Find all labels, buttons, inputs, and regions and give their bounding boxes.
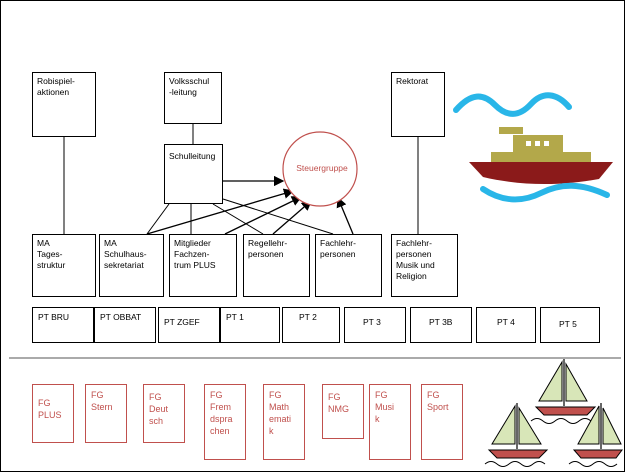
pt-team-obbat: PT OBBAT xyxy=(94,307,156,343)
pt-team-1: PT 1 xyxy=(220,307,280,343)
fg-mathematik: FG Math emati k xyxy=(263,384,305,460)
box-regellehrpersonen: Regellehr- personen xyxy=(243,234,310,297)
box-robispielaktionen: Robispiel- aktionen xyxy=(32,72,96,137)
pt-team-zgef: PT ZGEF xyxy=(158,307,220,343)
steuergruppe-circle xyxy=(282,131,358,207)
box-volksschulleitung: Volksschul -leitung xyxy=(164,72,222,124)
pt-team-bru: PT BRU xyxy=(32,307,94,343)
fg-deutsch: FG Deut sch xyxy=(143,384,185,443)
box-schulleitung: Schulleitung xyxy=(164,144,223,204)
fg-fremdsprachen: FG Frem dspra chen xyxy=(204,384,246,460)
box-mitglieder-fachzentrum: Mitglieder Fachzen- trum PLUS xyxy=(169,234,237,297)
arrow-regellehr-steuergruppe xyxy=(272,200,312,235)
pt-team-3b: PT 3B xyxy=(410,307,472,343)
box-ma-schulhaussekretariat: MA Schulhaus- sekretariat xyxy=(99,234,164,297)
line-sl-regellehr xyxy=(212,203,264,235)
steuergruppe-label: Steuergruppe xyxy=(296,163,348,173)
pt-team-3: PT 3 xyxy=(344,307,406,343)
box-ma-tagesstruktur: MA Tages- struktur xyxy=(32,234,96,297)
sailboats-illustration xyxy=(484,359,623,467)
box-fachlehrpersonen: Fachlehr- personen xyxy=(315,234,382,297)
line-sl-fachlehr xyxy=(222,198,334,235)
fg-plus: FG PLUS xyxy=(32,384,74,443)
pt-team-2: PT 2 xyxy=(282,307,340,343)
box-rektorat: Rektorat xyxy=(391,72,445,137)
fg-stern: FG Stern xyxy=(85,384,127,443)
pt-team-4: PT 4 xyxy=(476,307,536,343)
arrow-fachzentrum-steuergruppe xyxy=(224,196,303,235)
fg-musik: FG Musi k xyxy=(369,384,411,460)
fg-nmg: FG NMG xyxy=(322,384,364,439)
line-sl-sekretariat xyxy=(146,203,170,235)
ship-illustration xyxy=(453,92,613,203)
arrow-sekretariat-steuergruppe xyxy=(146,188,295,235)
pt-team-5: PT 5 xyxy=(540,307,600,343)
box-fachlehrpersonen-musik-religion: Fachlehr- personen Musik und Religion xyxy=(391,234,458,297)
fg-sport: FG Sport xyxy=(421,384,463,460)
arrow-fachlehr-steuergruppe xyxy=(336,196,354,235)
